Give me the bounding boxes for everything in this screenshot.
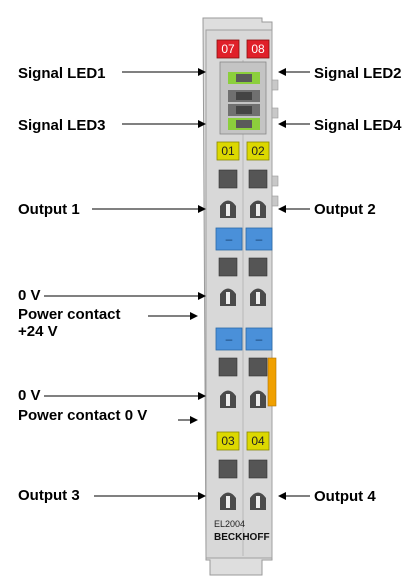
- label-signal-led3: Signal LED3: [18, 117, 206, 134]
- svg-text:08: 08: [251, 42, 265, 56]
- label-output2: Output 2: [278, 201, 376, 218]
- led-block: [219, 61, 267, 135]
- svg-text:–: –: [256, 232, 263, 246]
- terminal-row-2: [218, 257, 268, 306]
- terminal-row-3: [218, 357, 268, 408]
- svg-text:07: 07: [221, 42, 235, 56]
- svg-text:04: 04: [251, 434, 265, 448]
- badge-01: 01: [216, 141, 240, 161]
- badge-04: 04: [246, 431, 270, 451]
- svg-text:Output 3: Output 3: [18, 487, 80, 504]
- svg-text:Output 4: Output 4: [314, 488, 376, 505]
- badge-03: 03: [216, 431, 240, 451]
- svg-text:03: 03: [221, 434, 235, 448]
- label-output3: Output 3: [18, 487, 206, 504]
- svg-text:Signal LED4: Signal LED4: [314, 117, 402, 134]
- svg-text:Power contact: Power contact: [18, 306, 121, 323]
- svg-text:Output 2: Output 2: [314, 201, 376, 218]
- svg-text:02: 02: [251, 144, 265, 158]
- label-power-contact-24v: Power contact +24 V: [18, 306, 198, 340]
- label-signal-led4: Signal LED4: [278, 117, 402, 134]
- terminal-row-1: [218, 169, 268, 218]
- svg-text:–: –: [226, 232, 233, 246]
- svg-text:0 V: 0 V: [18, 387, 41, 404]
- label-output4: Output 4: [278, 488, 376, 505]
- terminal-row-4: [218, 459, 268, 510]
- svg-text:01: 01: [221, 144, 235, 158]
- svg-text:Signal LED3: Signal LED3: [18, 117, 106, 134]
- svg-text:+24 V: +24 V: [18, 323, 58, 340]
- svg-text:–: –: [226, 332, 233, 346]
- brand-logo: BECKHOFF: [214, 532, 270, 543]
- svg-text:Signal LED2: Signal LED2: [314, 65, 402, 82]
- blue-block-1: – –: [215, 227, 273, 251]
- svg-text:Signal LED1: Signal LED1: [18, 65, 106, 82]
- model-number: EL2004: [214, 519, 245, 529]
- svg-text:Power contact 0 V: Power contact 0 V: [18, 407, 147, 424]
- label-power-contact-0v: Power contact 0 V: [18, 407, 198, 424]
- label-0v-a: 0 V: [18, 287, 206, 304]
- badge-02: 02: [246, 141, 270, 161]
- label-signal-led1: Signal LED1: [18, 65, 206, 82]
- badge-07: 07: [216, 39, 240, 59]
- label-0v-b: 0 V: [18, 387, 206, 404]
- label-signal-led2: Signal LED2: [278, 65, 402, 82]
- orange-strip: [267, 357, 277, 407]
- svg-text:–: –: [256, 332, 263, 346]
- blue-block-2: – –: [215, 327, 273, 351]
- label-output1: Output 1: [18, 201, 206, 218]
- svg-text:0 V: 0 V: [18, 287, 41, 304]
- svg-text:Output 1: Output 1: [18, 201, 80, 218]
- badge-08: 08: [246, 39, 270, 59]
